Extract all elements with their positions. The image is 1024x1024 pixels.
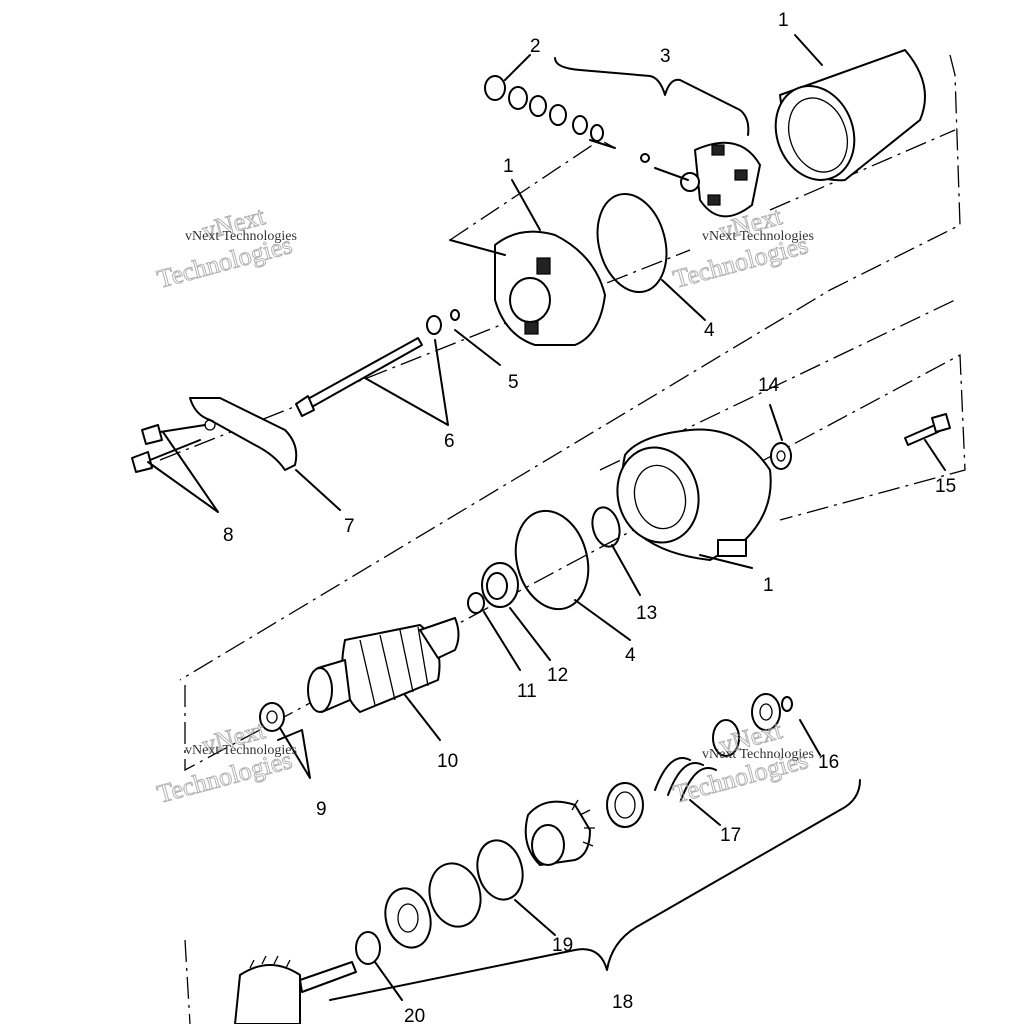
callout-20: 20 bbox=[404, 1006, 425, 1024]
brush-holder-plate bbox=[640, 141, 761, 218]
watermark-right-top: vNext vNext Technologies Technologies bbox=[670, 201, 814, 295]
section-frames bbox=[159, 54, 966, 1024]
pinion-gear bbox=[524, 799, 595, 866]
snap-ring-20 bbox=[355, 931, 381, 965]
watermark-line: vNext Technologies bbox=[702, 747, 814, 762]
yoke-housing bbox=[774, 49, 926, 182]
callout-8: 8 bbox=[223, 525, 234, 546]
snap-ring-19 bbox=[476, 839, 524, 901]
bushing-9 bbox=[259, 702, 285, 732]
callout-4-middle: 4 bbox=[625, 645, 636, 666]
leader-lines bbox=[147, 34, 946, 1001]
bearing-12 bbox=[467, 562, 519, 614]
drive-clutch-parts bbox=[606, 693, 793, 828]
callout-6: 6 bbox=[444, 431, 455, 452]
callout-15: 15 bbox=[935, 476, 956, 497]
callout-12: 12 bbox=[547, 665, 568, 686]
watermark-line: vNext Technologies bbox=[702, 229, 814, 244]
callout-10: 10 bbox=[437, 751, 458, 772]
callout-5: 5 bbox=[508, 372, 519, 393]
callout-16: 16 bbox=[818, 752, 839, 773]
watermark-line: vNext Technologies bbox=[185, 743, 297, 758]
callout-1-yoke: 1 bbox=[778, 10, 789, 31]
watermark-line: vNext Technologies bbox=[185, 229, 297, 244]
mounting-bracket bbox=[131, 397, 298, 473]
callout-13: 13 bbox=[636, 603, 657, 624]
terminal-hardware-stack bbox=[484, 75, 616, 149]
callout-18: 18 bbox=[612, 992, 633, 1013]
callout-1-front-housing: 1 bbox=[763, 575, 774, 596]
callout-17: 17 bbox=[720, 825, 741, 846]
gear-shaft bbox=[234, 955, 357, 1024]
callout-7: 7 bbox=[344, 516, 355, 537]
callout-3: 3 bbox=[660, 46, 671, 67]
callout-4-top: 4 bbox=[704, 320, 715, 341]
planetary-carrier bbox=[384, 862, 482, 949]
through-bolt bbox=[295, 309, 460, 417]
callout-19: 19 bbox=[552, 935, 573, 956]
callout-11: 11 bbox=[517, 681, 537, 702]
armature bbox=[307, 617, 460, 713]
callout-2: 2 bbox=[530, 36, 541, 57]
callout-1-end-cover: 1 bbox=[503, 156, 514, 177]
watermark-right-bottom: vNext vNext Technologies Technologies bbox=[670, 715, 814, 810]
callout-14: 14 bbox=[758, 375, 780, 396]
washer-14 bbox=[770, 442, 792, 470]
bolt-15 bbox=[904, 413, 951, 446]
rear-end-cover bbox=[449, 230, 606, 346]
callout-9: 9 bbox=[316, 799, 327, 820]
callout-numbers: 1 2 3 1 4 5 6 7 8 14 15 1 13 4 12 11 10 … bbox=[223, 10, 956, 1024]
front-housing bbox=[616, 428, 772, 561]
watermark-left-top: vNext vNext Technologies Technologies bbox=[154, 201, 297, 295]
o-ring-top bbox=[596, 192, 668, 294]
o-ring-middle bbox=[514, 506, 621, 611]
